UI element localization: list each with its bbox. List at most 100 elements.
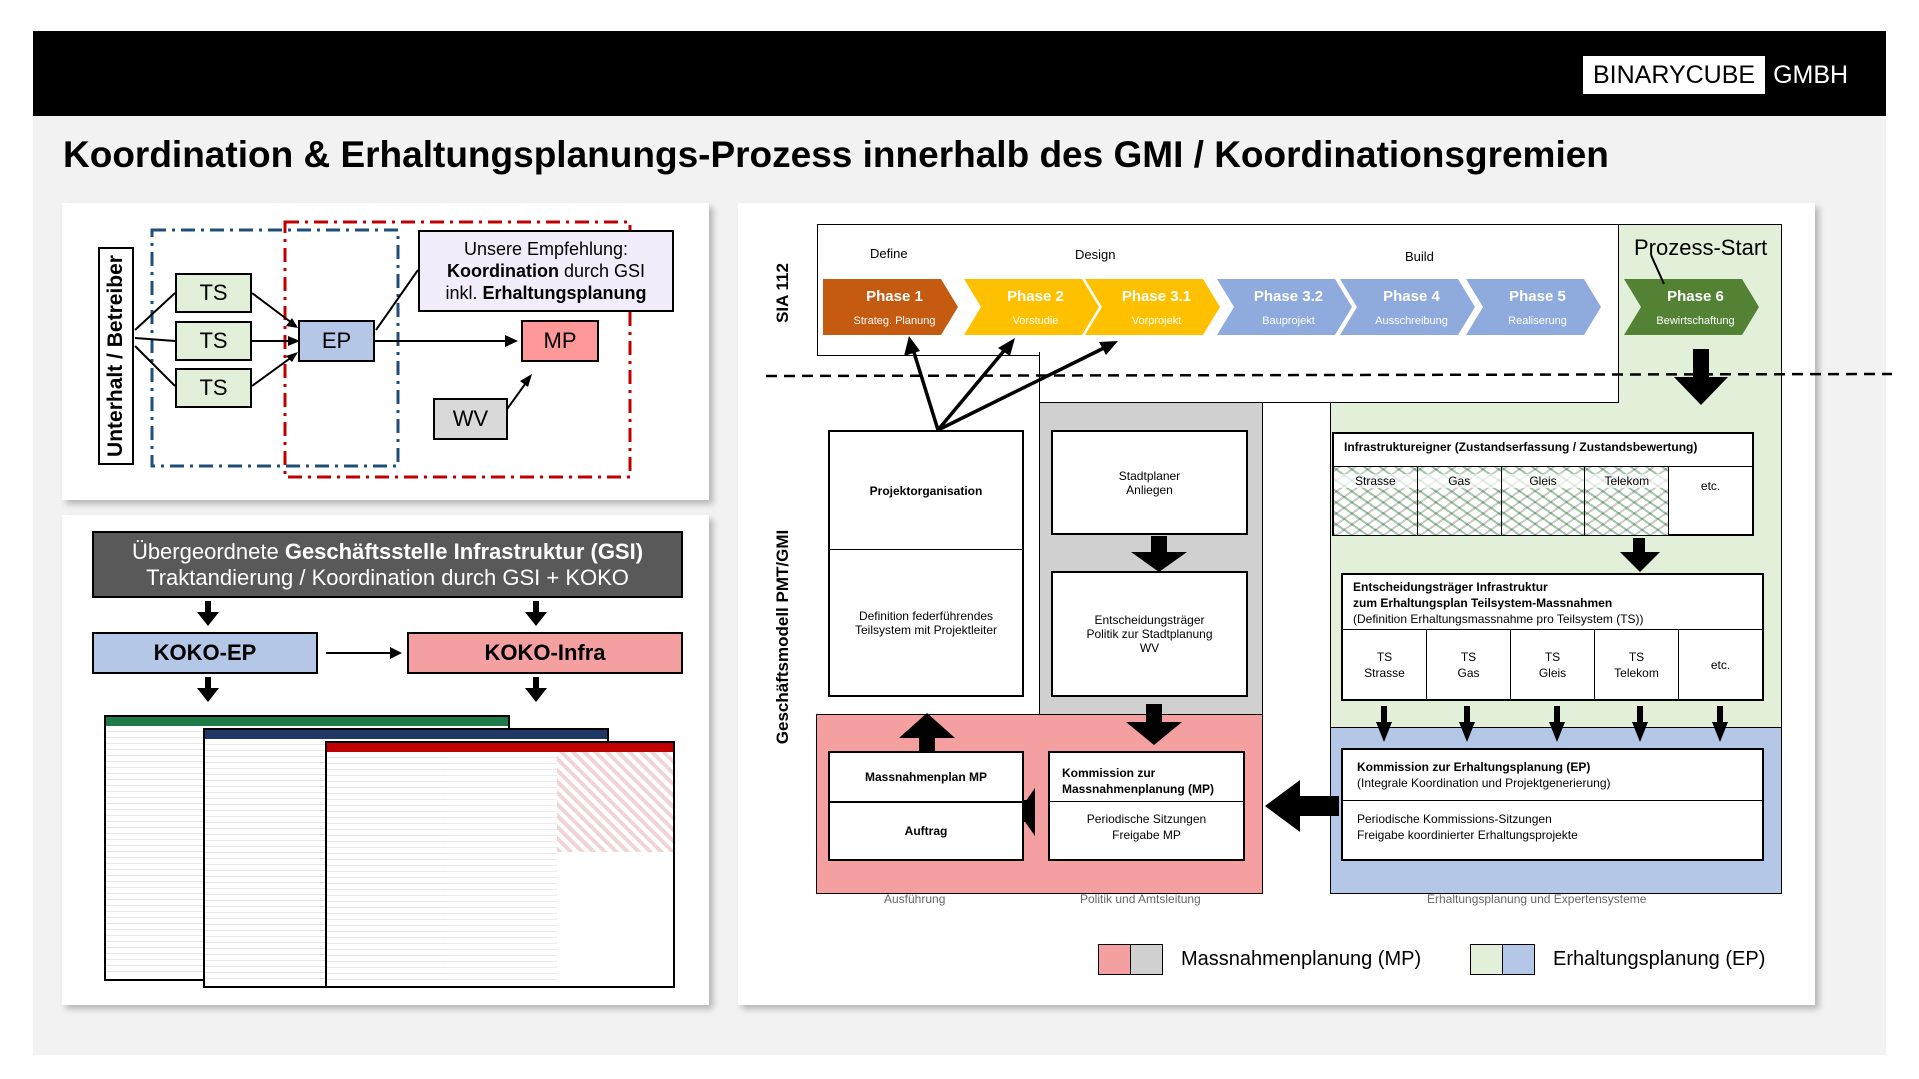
phase-name: Phase 3.1: [1122, 288, 1191, 305]
recommendation-bold1: Koordination: [446, 261, 559, 281]
phase-name: Phase 2: [1007, 288, 1064, 305]
ep-box: EP: [298, 320, 375, 362]
kommission-mp-divider: [1050, 801, 1243, 802]
thumbnail-column: [447, 752, 557, 984]
ent-infra-line2: zum Erhaltungsplan Teilsystem-Massnahmen: [1353, 596, 1613, 610]
gsi-line1: Übergeordnete Geschäftsstelle Infrastruk…: [132, 539, 643, 565]
ts-arrow-shaft: [1381, 706, 1387, 724]
thumbnail-header: [106, 717, 508, 726]
arrow-down: [525, 688, 547, 702]
ts-box-2: TS: [175, 321, 252, 361]
document-thumbnail-3: [325, 741, 675, 988]
koko-ep-box: KOKO-EP: [92, 632, 318, 674]
auftrag-box: Auftrag: [828, 801, 1024, 861]
massnahmenplan-box: Massnahmenplan MP: [828, 751, 1024, 803]
phase-sub: Vorprojekt: [1132, 315, 1182, 327]
recommendation-mid: durch GSI: [558, 261, 646, 281]
stage-design: Design: [1075, 247, 1116, 262]
stadtplaner-box: Stadtplaner Anliegen: [1051, 430, 1248, 535]
ts-box-1: TS: [175, 273, 252, 313]
phase-sub: Bauprojekt: [1262, 315, 1315, 327]
network-label: Gleis: [1501, 474, 1585, 488]
thumbnail-column: [327, 752, 447, 984]
thumbnail-column: [106, 726, 206, 976]
thumbnail-header: [205, 730, 607, 739]
recommendation-line1: Unsere Empfehlung:: [463, 239, 629, 259]
brand-name: BINARYCUBE: [1583, 56, 1766, 94]
legend-ep-label: Erhaltungsplanung (EP): [1553, 948, 1766, 970]
ts-box-3: TS: [175, 368, 252, 408]
prozess-start-label: Prozess-Start: [1634, 235, 1768, 260]
recommendation-bold2: Erhaltungsplanung: [482, 283, 647, 303]
ts-cell-prefix: TS: [1628, 650, 1645, 664]
ts-arrow-shaft: [1464, 706, 1470, 724]
ts-cell-name: Gas: [1457, 666, 1480, 680]
ts-arrow-shaft: [1554, 706, 1560, 724]
footer-erhaltung: Erhaltungsplanung und Expertensysteme: [1427, 892, 1647, 906]
infra-eigner-title: Infrastruktureigner (Zustandserfassung /…: [1344, 440, 1698, 454]
phase-chevron: [964, 279, 1099, 335]
page-title: Koordination & Erhaltungsplanungs-Prozes…: [63, 134, 1609, 175]
projektorganisation-box: Projektorganisation: [828, 430, 1024, 551]
recommendation-line2: Koordination durch GSI: [447, 260, 645, 282]
phase-name: Phase 1: [866, 288, 923, 305]
phase-chevron: [823, 279, 958, 335]
mp-box: MP: [521, 320, 599, 362]
koko-connector: [326, 647, 402, 659]
phase-chevron: [1466, 279, 1601, 335]
ts-cell-name: Gleis: [1538, 666, 1567, 680]
footer-ausfuehrung: Ausführung: [884, 892, 946, 906]
phase-sub: Vorstudie: [1013, 315, 1059, 327]
gsi-pre: Übergeordnete: [131, 538, 285, 564]
network-label: etc.: [1700, 479, 1721, 493]
ts-arrow-shaft: [1637, 706, 1643, 724]
wv-box: WV: [433, 398, 508, 440]
legend-swatch-mp-gray: [1130, 944, 1163, 975]
ts-cell-name: Telekom: [1614, 666, 1659, 680]
stage-define: Define: [870, 246, 908, 261]
legend-mp-label: Massnahmenplanung (MP): [1181, 948, 1422, 970]
phase-sub: Ausschreibung: [1375, 315, 1448, 327]
network-label: Strasse: [1334, 474, 1417, 488]
ent-infra-line1: Entscheidungsträger Infrastruktur: [1353, 580, 1548, 594]
gsi-bold: Geschäftsstelle Infrastruktur (GSI): [284, 538, 644, 564]
phase-chevron: [1217, 279, 1352, 335]
phase-sub: Realiserung: [1508, 315, 1567, 327]
phase-chevron: [1624, 279, 1759, 335]
ts-arrow-shaft: [1717, 706, 1723, 724]
phase-name: Phase 3.2: [1254, 288, 1323, 305]
gsi-box: Übergeordnete Geschäftsstelle Infrastruk…: [92, 531, 683, 598]
ts-arrow-head: [1376, 722, 1392, 742]
kommission-ep-title: Kommission zur Erhaltungsplanung (EP): [1357, 760, 1591, 774]
network-label: Gas: [1417, 474, 1501, 488]
recommendation-box: Unsere Empfehlung: Koordination durch GS…: [418, 230, 674, 312]
arrow-down: [525, 612, 547, 626]
kommission-ep-line3: Periodische Kommissions-Sitzungen: [1357, 812, 1552, 826]
network-cell: Gleis: [1501, 467, 1586, 535]
ts-arrow-head: [1459, 722, 1475, 742]
ts-cell-prefix: TS: [1376, 650, 1393, 664]
recommendation-line3-pre: inkl.: [445, 283, 483, 303]
top-bar: [33, 31, 1886, 116]
unterhalt-label-box: [98, 247, 134, 465]
kommission-mp-title: Kommission zur Massnahmenplanung (MP): [1062, 766, 1215, 796]
brand-logo: BINARYCUBE GMBH: [1583, 55, 1848, 95]
entscheidungstraeger-politik-box: Entscheidungsträger Politik zur Stadtpla…: [1051, 571, 1248, 697]
ent-infra-box: Entscheidungsträger Infrastruktur zum Er…: [1341, 573, 1764, 701]
network-cell: Strasse: [1334, 467, 1418, 535]
ts-cell: etc.: [1679, 630, 1762, 700]
blue-dashed-boundary: [150, 228, 400, 468]
legend-swatch-ep-blue: [1502, 944, 1535, 975]
phase-sub: Strateg. Planung: [854, 315, 936, 327]
ts-arrow-head: [1632, 722, 1648, 742]
ts-cell-name: etc.: [1710, 658, 1731, 672]
kommission-mp-box: Kommission zur Massnahmenplanung (MP) Pe…: [1048, 751, 1245, 861]
definition-box: Definition federführendes Teilsystem mit…: [828, 549, 1024, 697]
red-dashed-boundary: [283, 220, 632, 479]
